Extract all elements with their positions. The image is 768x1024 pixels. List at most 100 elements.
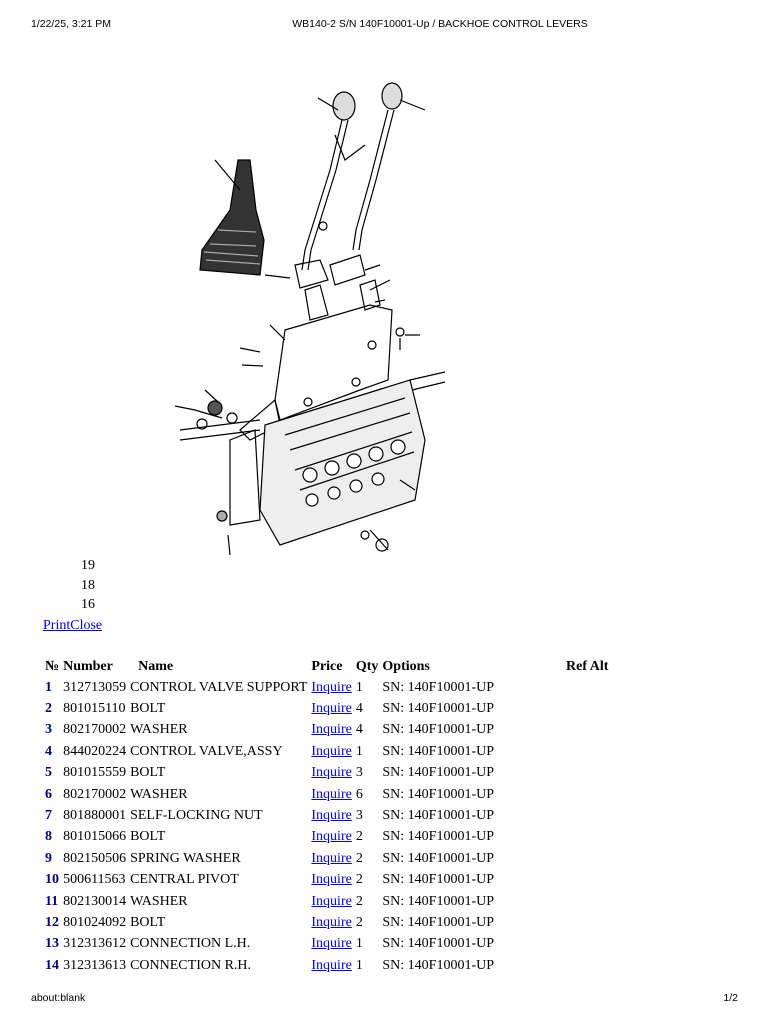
ref-alt-cell <box>496 677 610 698</box>
col-header-qty: Qty <box>355 658 379 674</box>
part-options: SN: 140F10001-UP <box>382 743 495 759</box>
part-name: SELF-LOCKING NUT <box>130 808 263 824</box>
price-cell: Inquire <box>309 848 353 869</box>
print-header: 1/22/25, 3:21 PM WB140-2 S/N 140F10001-U… <box>0 18 768 32</box>
part-options: SN: 140F10001-UP <box>382 829 495 845</box>
inquire-link[interactable]: Inquire <box>311 914 352 930</box>
part-options: SN: 140F10001-UP <box>382 765 495 781</box>
part-name: WASHER <box>130 893 188 909</box>
row-no: 3 <box>45 722 52 738</box>
col-header-price: Price <box>311 658 343 674</box>
part-name: BOLT <box>130 701 166 717</box>
part-name: BOLT <box>130 914 166 930</box>
part-name: BOLT <box>130 765 166 781</box>
part-options: SN: 140F10001-UP <box>382 786 495 802</box>
inquire-link[interactable]: Inquire <box>311 701 352 717</box>
part-options: SN: 140F10001-UP <box>382 872 495 888</box>
inquire-link[interactable]: Inquire <box>311 957 352 973</box>
parts-table: № Number Name Price Qty Options Ref Alt … <box>43 656 610 976</box>
page-title: WB140-2 S/N 140F10001-Up / BACKHOE CONTR… <box>292 18 588 30</box>
inquire-link[interactable]: Inquire <box>311 743 352 759</box>
inquire-link[interactable]: Inquire <box>311 893 352 909</box>
part-number: 844020224 <box>63 743 127 759</box>
inquire-link[interactable]: Inquire <box>311 765 352 781</box>
part-qty: 2 <box>355 872 363 888</box>
part-name: BOLT <box>130 829 166 845</box>
part-name: CENTRAL PIVOT <box>130 872 239 888</box>
price-cell: Inquire <box>309 891 353 912</box>
part-number: 801015066 <box>63 829 127 845</box>
price-cell: Inquire <box>309 827 353 848</box>
row-no: 5 <box>45 765 52 781</box>
inquire-link[interactable]: Inquire <box>311 829 352 845</box>
row-no: 14 <box>45 957 59 973</box>
inquire-link[interactable]: Inquire <box>311 722 352 738</box>
print-link[interactable]: Print <box>43 618 71 633</box>
part-options: SN: 140F10001-UP <box>382 722 495 738</box>
price-cell: Inquire <box>309 763 353 784</box>
inquire-link[interactable]: Inquire <box>311 850 352 866</box>
page-url: about:blank <box>31 992 86 1004</box>
part-options: SN: 140F10001-UP <box>382 701 495 717</box>
part-options: SN: 140F10001-UP <box>382 850 495 866</box>
part-options: SN: 140F10001-UP <box>382 893 495 909</box>
ref-alt-cell <box>496 784 610 805</box>
table-header-row: № Number Name Price Qty Options Ref Alt <box>43 656 610 677</box>
row-no: 4 <box>45 743 52 759</box>
part-number: 312313613 <box>63 957 127 973</box>
part-options: SN: 140F10001-UP <box>382 914 495 930</box>
part-number: 801015559 <box>63 765 127 781</box>
ref-alt-cell <box>496 827 610 848</box>
close-link[interactable]: Close <box>70 618 103 633</box>
ref-alt-cell <box>496 955 610 976</box>
part-number: 802130014 <box>63 893 127 909</box>
part-options: SN: 140F10001-UP <box>382 957 495 973</box>
part-options: SN: 140F10001-UP <box>382 679 495 695</box>
part-options: SN: 140F10001-UP <box>382 808 495 824</box>
inquire-link[interactable]: Inquire <box>311 786 352 802</box>
ref-alt-cell <box>496 763 610 784</box>
part-name: CONTROL VALVE,ASSY <box>130 743 283 759</box>
ref-alt-cell <box>496 805 610 826</box>
inquire-link[interactable]: Inquire <box>311 679 352 695</box>
part-name: CONNECTION L.H. <box>130 936 251 952</box>
ref-alt-cell <box>496 934 610 955</box>
part-qty: 2 <box>355 914 363 930</box>
ref-alt-cell <box>496 891 610 912</box>
part-number: 801015110 <box>63 701 126 717</box>
price-cell: Inquire <box>309 741 353 762</box>
part-number: 312313612 <box>63 936 127 952</box>
row-no: 11 <box>45 893 59 909</box>
part-name: CONNECTION R.H. <box>130 957 252 973</box>
row-no: 12 <box>45 914 59 930</box>
ref-alt-cell <box>496 741 610 762</box>
inquire-link[interactable]: Inquire <box>311 936 352 952</box>
col-header-ref-alt: Ref Alt <box>566 658 609 674</box>
price-cell: Inquire <box>309 955 353 976</box>
inquire-link[interactable]: Inquire <box>311 808 352 824</box>
part-qty: 1 <box>355 957 363 973</box>
part-number: 801024092 <box>63 914 127 930</box>
part-qty: 6 <box>355 786 363 802</box>
exploded-parts-diagram <box>174 82 446 556</box>
col-header-options: Options <box>382 658 430 674</box>
part-number: 500611563 <box>63 872 126 888</box>
price-cell: Inquire <box>309 677 353 698</box>
part-qty: 2 <box>355 850 363 866</box>
part-options: SN: 140F10001-UP <box>382 936 495 952</box>
part-qty: 2 <box>355 893 363 909</box>
inquire-link[interactable]: Inquire <box>311 872 352 888</box>
part-qty: 1 <box>355 679 363 695</box>
row-no: 9 <box>45 850 52 866</box>
